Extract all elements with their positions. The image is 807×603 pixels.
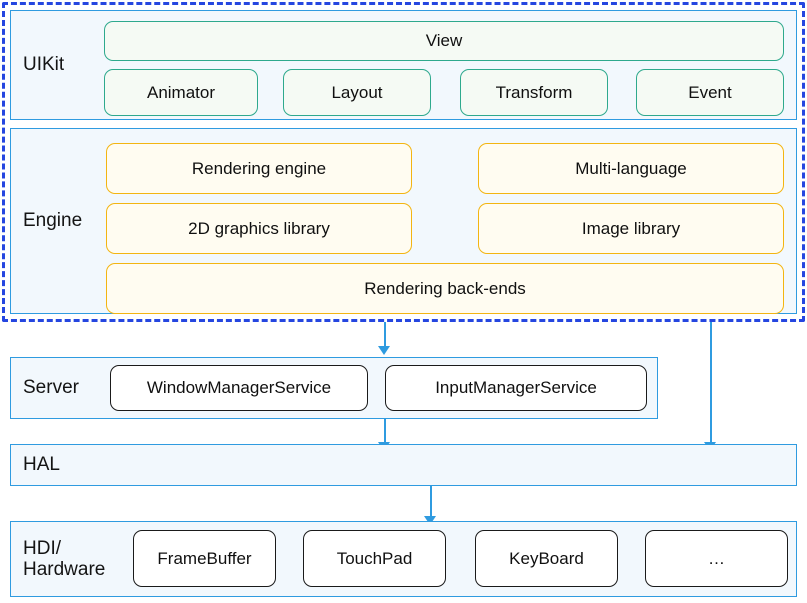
module-rendering-engine[interactable]: Rendering engine (106, 143, 412, 194)
module-windowmanagerservice-label: WindowManagerService (146, 378, 332, 398)
arrow-engine-to-server-line (384, 322, 386, 348)
arrow-hal-to-hdi-line (430, 486, 432, 519)
module-image-library[interactable]: Image library (478, 203, 784, 254)
module-transform-label: Transform (495, 82, 573, 102)
module-view-label: View (425, 31, 463, 51)
module-inputmanagerservice[interactable]: InputManagerService (385, 365, 647, 411)
module-animator[interactable]: Animator (104, 69, 258, 116)
module-framebuffer-label: FrameBuffer (157, 548, 252, 568)
layer-hal-label: HAL (23, 454, 60, 476)
module-event[interactable]: Event (636, 69, 784, 116)
module-keyboard-label: KeyBoard (509, 548, 584, 568)
module-event-label: Event (688, 82, 732, 102)
arrow-engine-to-server-head (378, 346, 390, 355)
framework-dashed-boundary (2, 2, 805, 322)
arrow-server-to-hal-line (384, 419, 386, 444)
layer-hdi-hardware-label: HDI/ Hardware (23, 537, 106, 580)
module-keyboard[interactable]: KeyBoard (475, 530, 618, 587)
layer-server-label: Server (23, 377, 79, 399)
module-windowmanagerservice[interactable]: WindowManagerService (110, 365, 368, 411)
module-layout-label: Layout (331, 82, 383, 102)
module-inputmanagerservice-label: InputManagerService (435, 378, 597, 398)
module-framebuffer[interactable]: FrameBuffer (133, 530, 276, 587)
module-multi-language-label: Multi-language (575, 158, 687, 178)
module-rendering-back-ends[interactable]: Rendering back-ends (106, 263, 784, 314)
module-more-hardware-label: … (708, 548, 725, 568)
module-image-library-label: Image library (581, 218, 681, 238)
module-multi-language[interactable]: Multi-language (478, 143, 784, 194)
module-rendering-engine-label: Rendering engine (191, 158, 327, 178)
module-view[interactable]: View (104, 21, 784, 61)
module-more-hardware[interactable]: … (645, 530, 788, 587)
module-2d-graphics-library-label: 2D graphics library (188, 218, 330, 238)
arrow-engine-to-hal-line (710, 322, 712, 444)
module-animator-label: Animator (146, 82, 216, 102)
module-layout[interactable]: Layout (283, 69, 431, 116)
layer-engine-label: Engine (23, 210, 83, 232)
module-touchpad[interactable]: TouchPad (303, 530, 446, 587)
module-rendering-back-ends-label: Rendering back-ends (364, 278, 526, 298)
module-touchpad-label: TouchPad (336, 548, 413, 568)
layer-uikit-label: UIKit (23, 54, 65, 76)
layer-hal: HAL (10, 444, 797, 486)
module-2d-graphics-library[interactable]: 2D graphics library (106, 203, 412, 254)
module-transform[interactable]: Transform (460, 69, 608, 116)
arrow-hal-to-hdi-head (424, 516, 436, 525)
